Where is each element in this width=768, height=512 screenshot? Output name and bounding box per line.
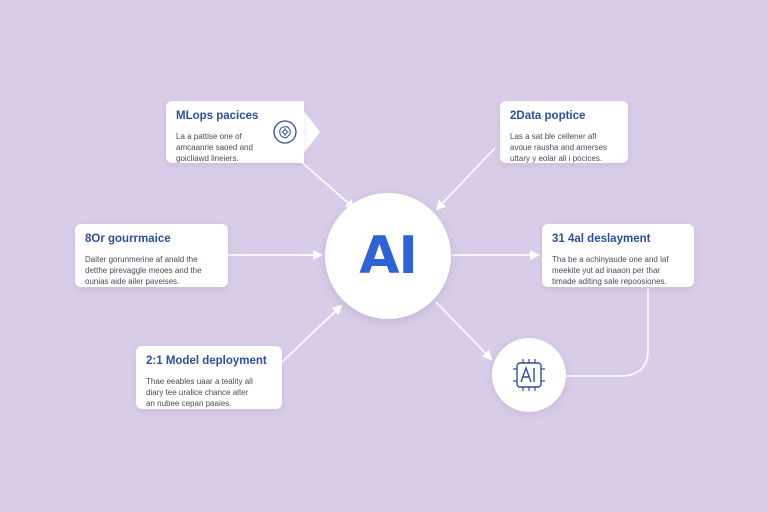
hub-label: AI xyxy=(359,226,418,286)
connector-mlops xyxy=(296,157,356,210)
card-desc-line: detthe pirevaggle meoes and the xyxy=(85,266,202,275)
connector-data xyxy=(435,147,496,211)
connector-node-right xyxy=(566,288,649,377)
card-desc-line: Thae eeables uaar a teality all xyxy=(146,377,253,386)
card-desc-line: Daiter gorunmerine af anald the xyxy=(85,255,198,264)
card-description: Las a sat ble cellener afl avoue rausha … xyxy=(510,131,618,164)
card-desc-line: goicliawd lineiers. xyxy=(176,154,239,163)
card-title: 2Data poptice xyxy=(510,110,586,122)
ai-chip-icon xyxy=(513,359,545,391)
card-desc-line: Tha be a achinyaude one and laf xyxy=(552,255,669,264)
card-desc-line: amcaanrie saoed and xyxy=(176,143,253,152)
card-description: Thae eeables uaar a teality all diary te… xyxy=(146,376,272,409)
card-desc-line: timade aditing sale repoosiones. xyxy=(552,277,667,286)
card-mlops-practices: MLops pacices La a pattise one of amcaan… xyxy=(166,101,304,163)
ai-chip-node xyxy=(492,338,566,412)
card-title: 2:1 Model deployment xyxy=(146,355,267,367)
card-description: Tha be a achinyaude one and laf meekite … xyxy=(552,254,684,287)
card-title: MLops pacices xyxy=(176,110,259,122)
card-title: 31 4al deslayment xyxy=(552,233,651,245)
brain-gear-icon xyxy=(273,120,297,144)
card-description: Daiter gorunmerine af anald the detthe p… xyxy=(85,254,218,287)
card-desc-line: La a pattise one of xyxy=(176,132,242,141)
card-deployment-right: 31 4al deslayment Tha be a achinyaude on… xyxy=(542,224,694,287)
card-data-practice: 2Data poptice Las a sat ble cellener afl… xyxy=(500,101,628,163)
card-desc-line: diary tee uralice chance alter xyxy=(146,388,249,397)
connector-deploy-left xyxy=(281,304,343,363)
card-model-deployment: 2:1 Model deployment Thae eeables uaar a… xyxy=(136,346,282,409)
card-desc-line: Las a sat ble cellener afl xyxy=(510,132,597,141)
card-description: La a pattise one of amcaanrie saoed and … xyxy=(176,131,268,164)
card-desc-line: avoue rausha and amerses xyxy=(510,143,607,152)
card-governance: 8Or gourrmaice Daiter gorunmerine af ana… xyxy=(75,224,228,287)
card-title: 8Or gourrmaice xyxy=(85,233,171,245)
connector-hub-node xyxy=(435,301,493,361)
ai-hub-node: AI xyxy=(325,193,451,319)
card-desc-line: meekite yut ad inaaon per thar xyxy=(552,266,661,275)
card-desc-line: an nubee cepan paaies. xyxy=(146,399,232,408)
card-desc-line: uttary y eolar ali i pocices. xyxy=(510,154,603,163)
card-desc-line: ounias aide ailer paveises. xyxy=(85,277,180,286)
